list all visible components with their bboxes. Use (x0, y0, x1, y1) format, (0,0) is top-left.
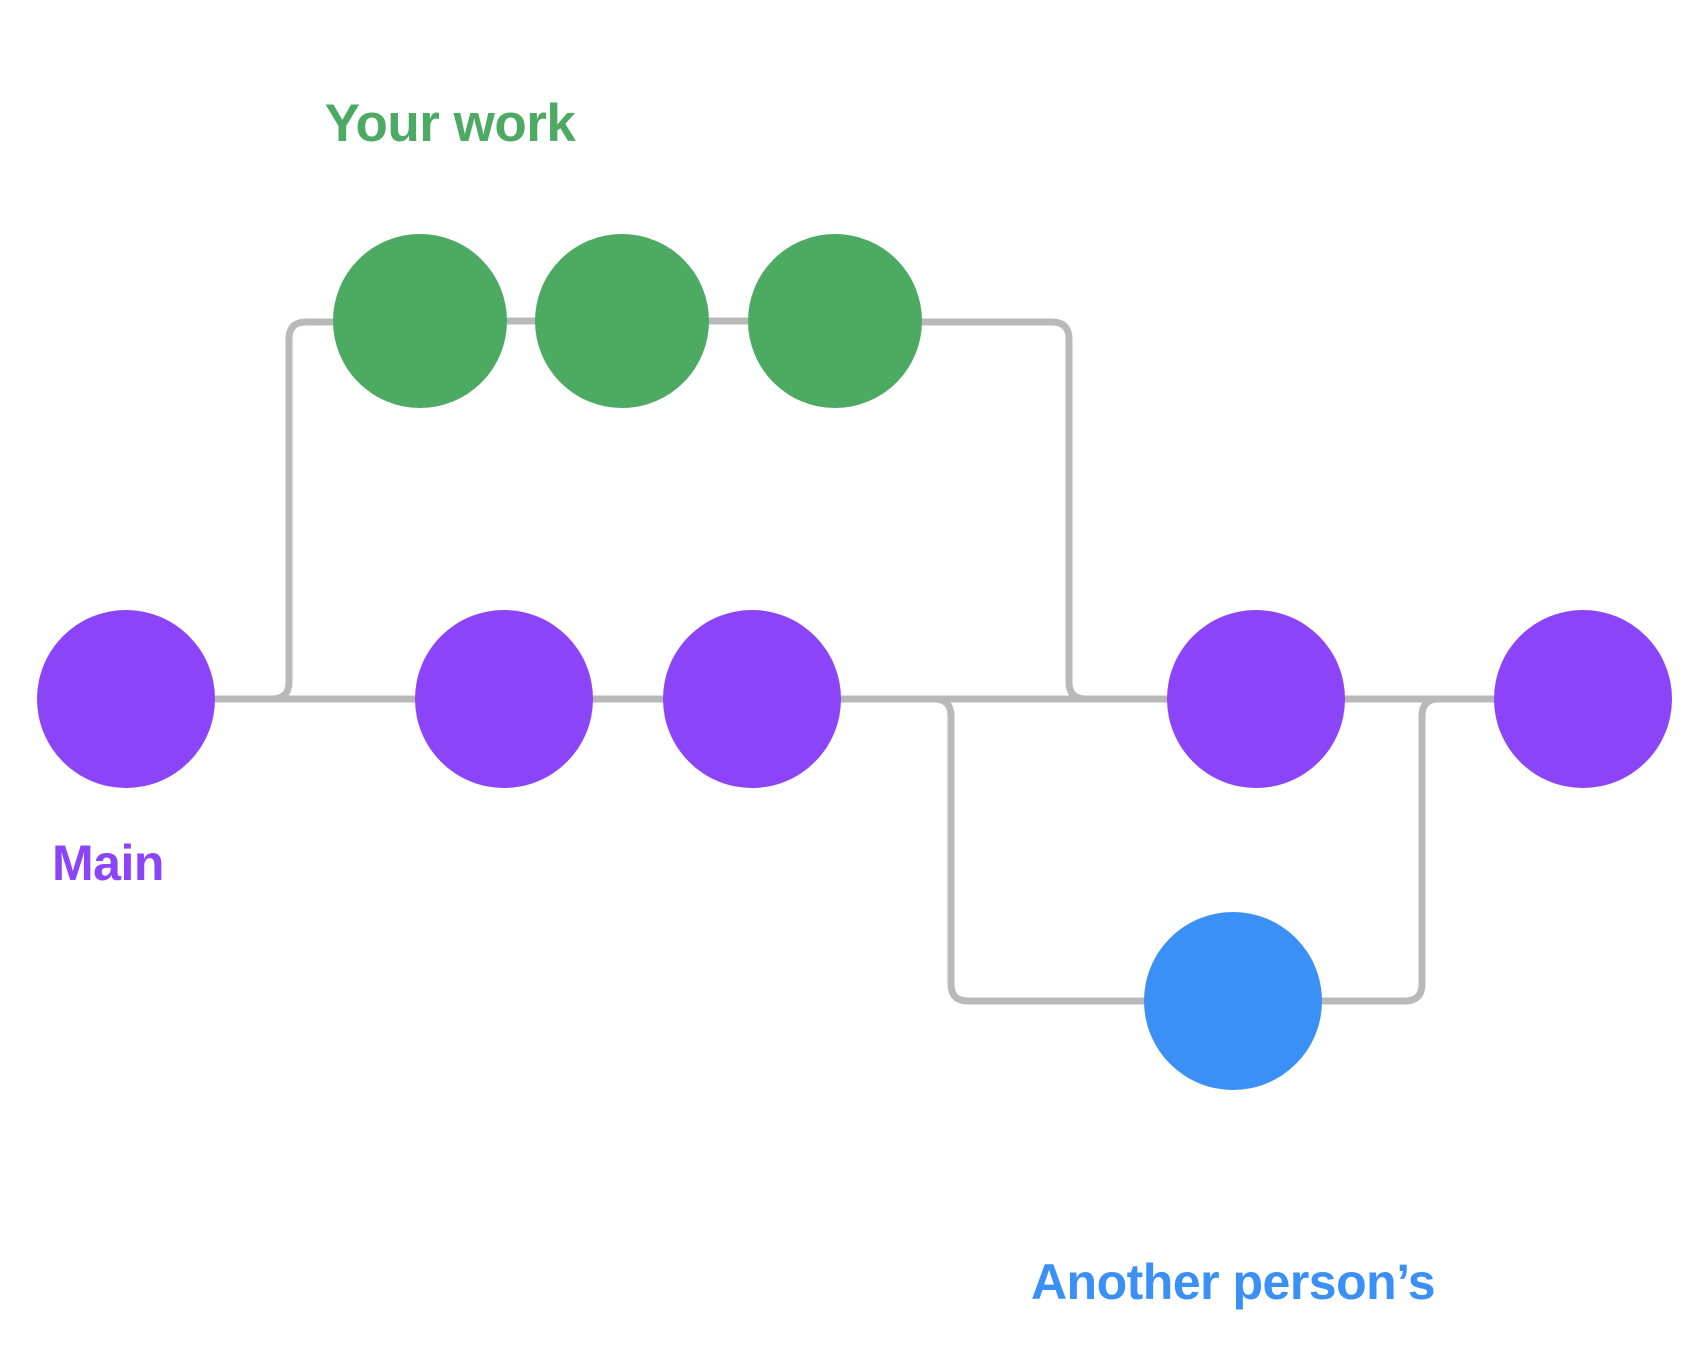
commit-node-your-work-2[interactable] (535, 234, 709, 408)
commit-node-main-5[interactable] (1494, 610, 1672, 788)
connector-branch-out-your-work (254, 318, 367, 703)
commit-node-your-work-1[interactable] (333, 234, 507, 408)
connector-branch-out-other (930, 695, 1148, 1005)
connector-merge-your-work (918, 318, 1134, 703)
connector-merge-other (1318, 695, 1476, 1005)
commit-node-another-person-1[interactable] (1144, 912, 1322, 1090)
commit-node-main-3[interactable] (663, 610, 841, 788)
commit-node-your-work-3[interactable] (748, 234, 922, 408)
branch-label-another-line-1: Another person’s (1030, 1254, 1436, 1310)
branch-label-another-persons-work: Another person’s work (833, 1130, 1633, 1352)
commit-node-main-4[interactable] (1167, 610, 1345, 788)
branch-label-main: Main (52, 835, 164, 891)
branch-label-your-work: Your work (324, 94, 576, 153)
commit-node-main-1[interactable] (37, 610, 215, 788)
commit-node-main-2[interactable] (415, 610, 593, 788)
